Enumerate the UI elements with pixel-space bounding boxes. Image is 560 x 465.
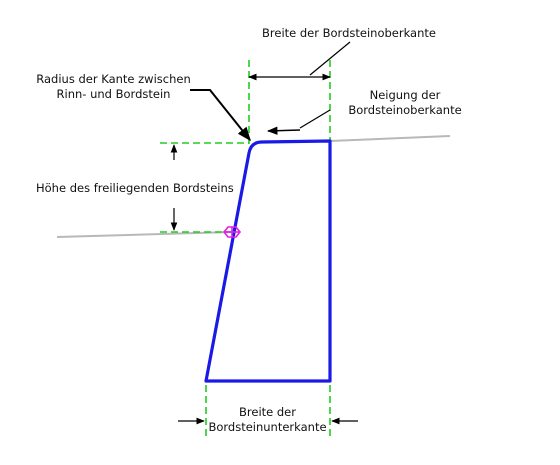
slope-arrow [266, 126, 301, 135]
radius-label-line2: Rinn- und Bordstein [56, 87, 171, 101]
marker-icon [222, 226, 242, 238]
bottom-width-label-line2: Bordsteinunterkante [208, 420, 327, 434]
slope-label: Neigung der Bordsteinoberkante [340, 88, 470, 118]
ground-line-right [329, 135, 451, 142]
height-label: Höhe des freiliegenden Bordsteins [36, 181, 234, 195]
top-width-label: Breite der Bordsteinoberkante [262, 26, 436, 40]
radius-label: Radius der Kante zwischen Rinn- und Bord… [26, 72, 201, 102]
slope-leader [299, 109, 331, 129]
dimension-guides [160, 60, 331, 440]
curb-outline [204, 139, 332, 383]
slope-label-line1: Neigung der [369, 88, 441, 102]
top-width-leader [309, 41, 351, 76]
radius-label-line1: Radius der Kante zwischen [36, 72, 191, 86]
slope-label-line2: Bordsteinoberkante [348, 103, 462, 117]
ground-line-left [56, 231, 233, 238]
bottom-width-label-line1: Breite der [239, 405, 296, 419]
radius-leader [190, 89, 251, 142]
bottom-width-label: Breite der Bordsteinunterkante [200, 405, 335, 435]
